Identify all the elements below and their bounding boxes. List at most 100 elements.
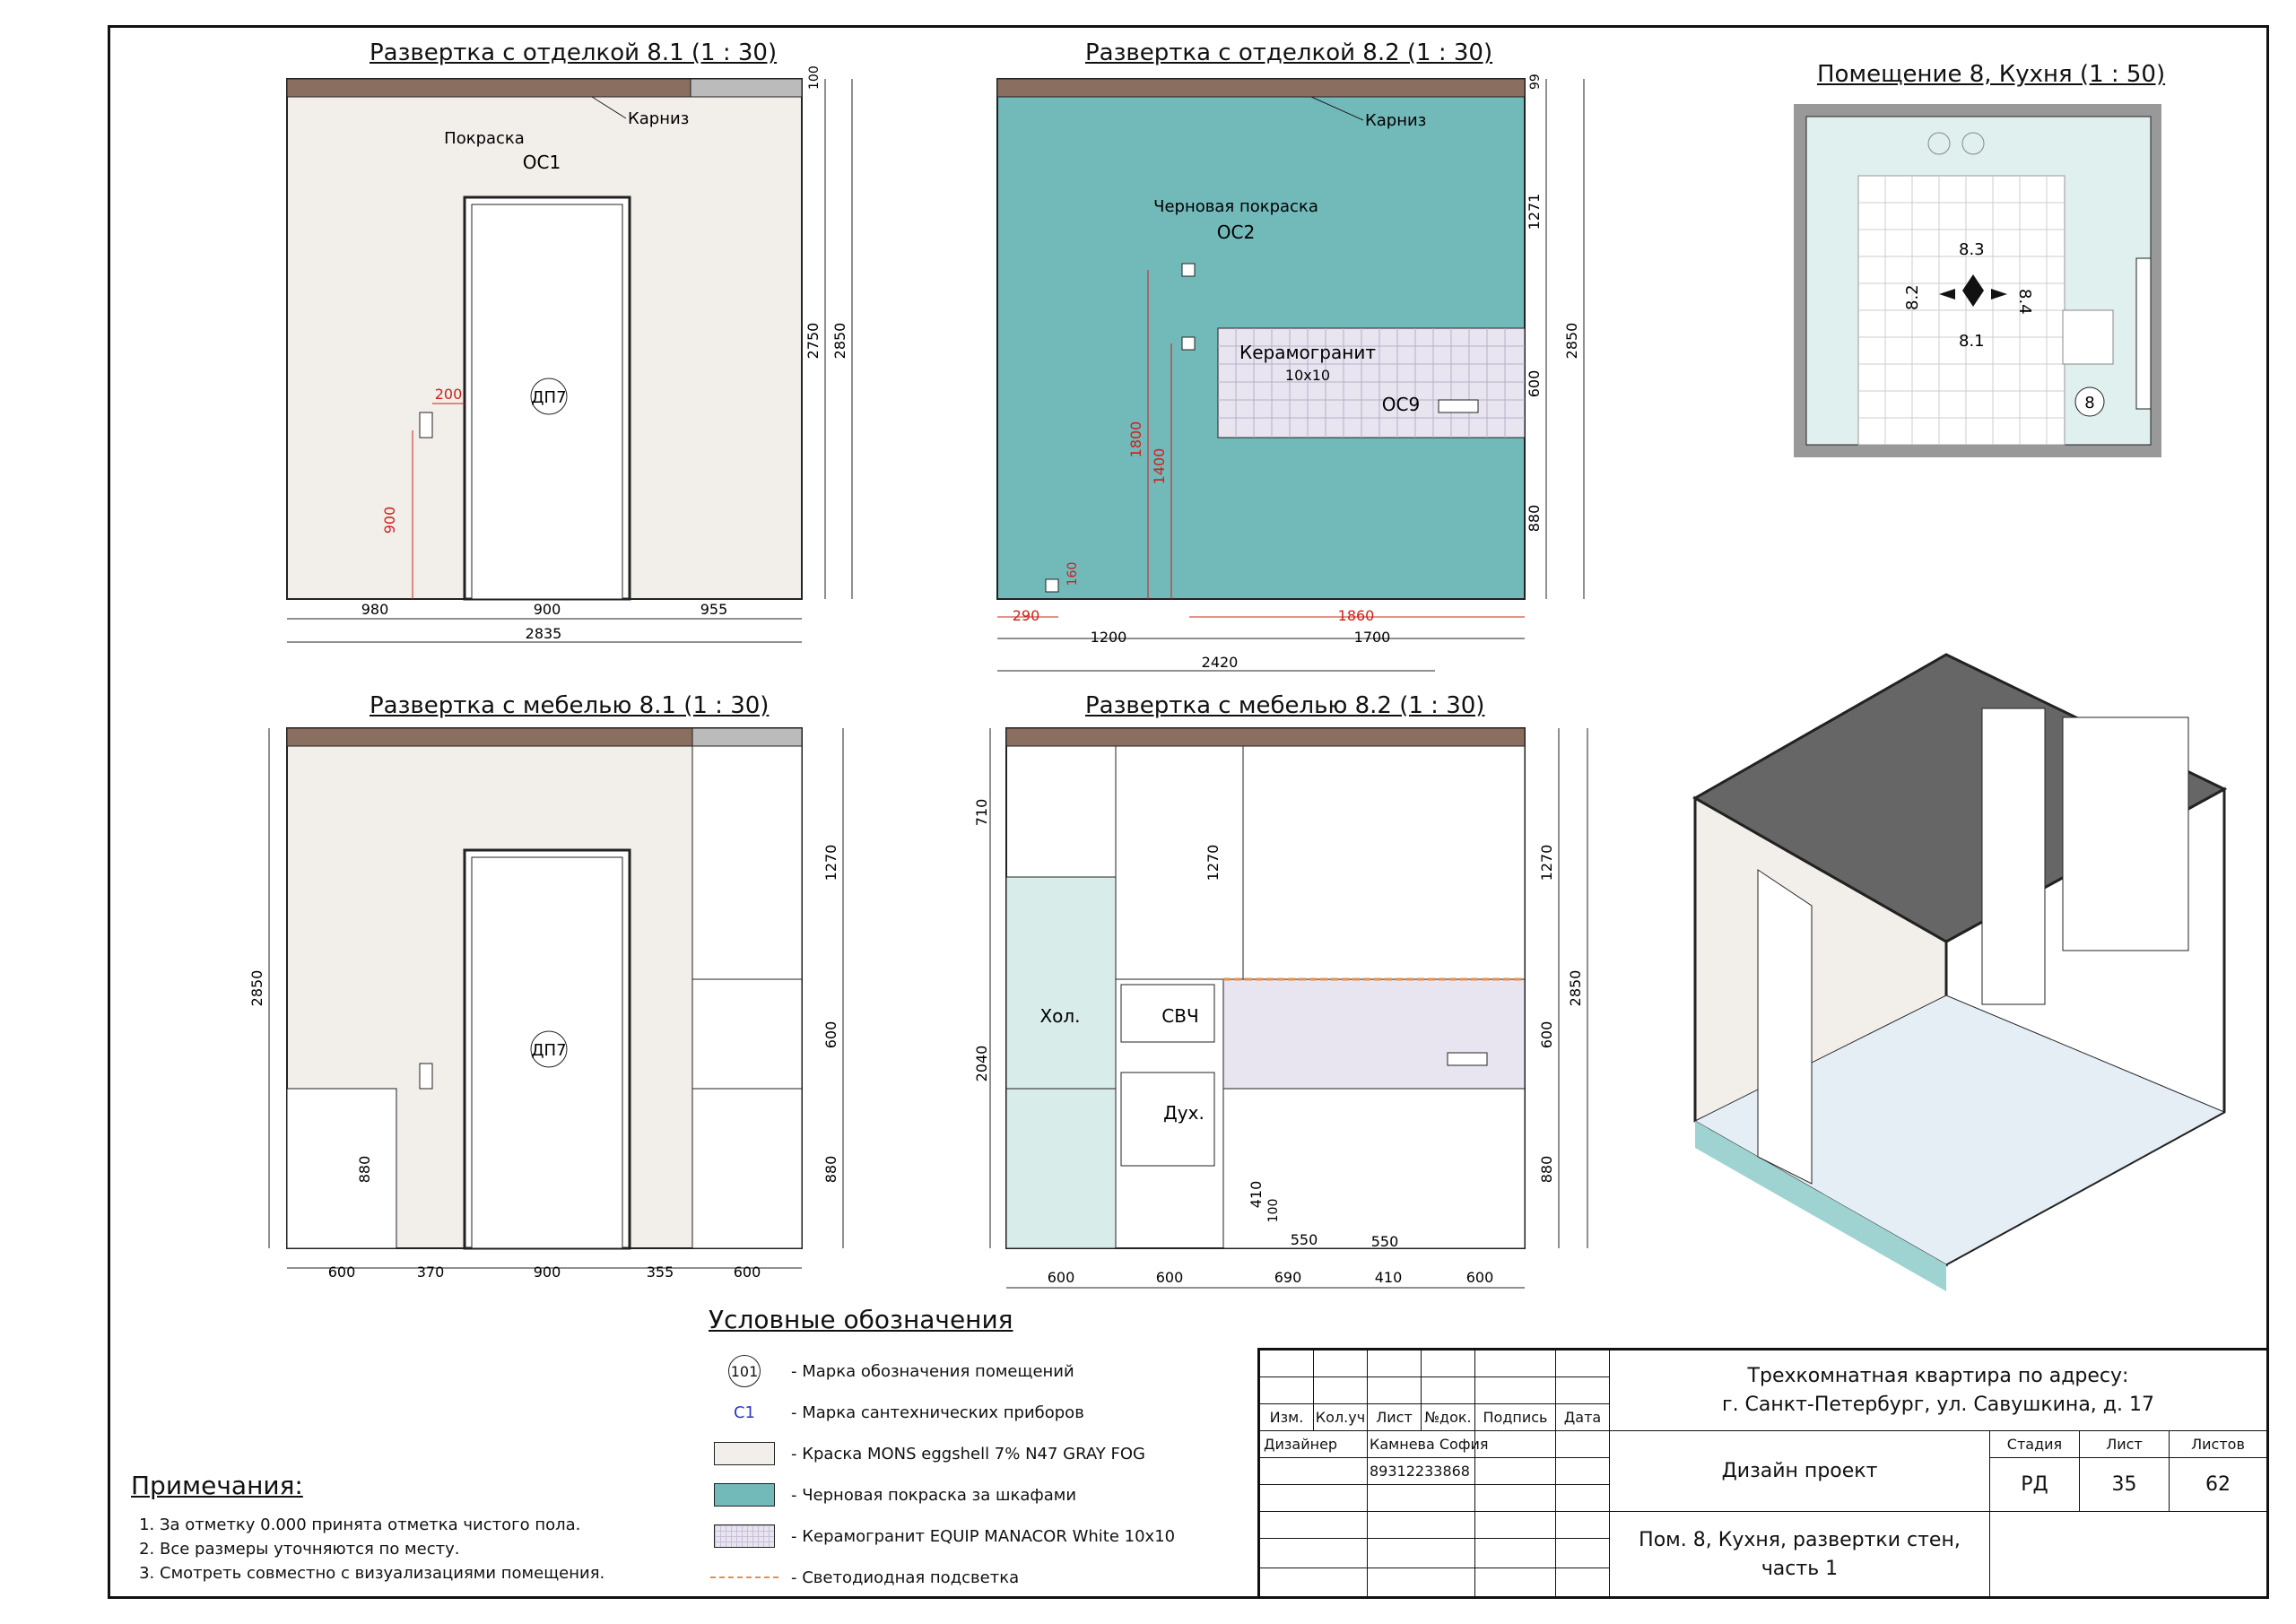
leader-line bbox=[591, 96, 627, 119]
outlet-icon bbox=[1045, 578, 1059, 593]
drawing-frame bbox=[108, 25, 2269, 1599]
socket-icon bbox=[419, 412, 433, 439]
dim-160: 160 bbox=[1065, 562, 1080, 586]
marker-left: 8.2 bbox=[1903, 284, 1922, 310]
cornice-label: Карниз bbox=[628, 109, 689, 128]
tb-h-list: Лист bbox=[1368, 1404, 1422, 1431]
tb-role: Дизайнер bbox=[1260, 1431, 1368, 1458]
dim-410w: 410 bbox=[1375, 1269, 1403, 1286]
ceiling-strip bbox=[691, 727, 803, 747]
isometric-view bbox=[1692, 653, 2228, 1291]
cornice bbox=[996, 78, 1526, 98]
dim-1400: 1400 bbox=[1151, 448, 1168, 485]
socket-block-icon bbox=[1447, 1052, 1488, 1066]
paint-label: Покраска bbox=[444, 129, 525, 148]
notes-title: Примечания: bbox=[131, 1471, 303, 1500]
door-label: ДП7 bbox=[531, 1041, 566, 1060]
dim-w3: 955 bbox=[700, 601, 728, 618]
dim-410: 410 bbox=[1248, 1181, 1265, 1209]
dim-w2: 900 bbox=[534, 601, 561, 618]
iso-floor bbox=[1693, 994, 2226, 1265]
legend-text: - Краска MONS eggshell 7% N47 GRAY FOG bbox=[791, 1444, 1145, 1463]
leader-line bbox=[1310, 96, 1364, 121]
marker-top: 8.3 bbox=[1959, 240, 1985, 259]
iso-floor-edge bbox=[1695, 1121, 1946, 1291]
dim-socket-x: 200 bbox=[435, 386, 463, 403]
iso-door bbox=[1757, 869, 1813, 1185]
tile-grid bbox=[1218, 328, 1525, 438]
notes: Примечания: За отметку 0.000 принята отм… bbox=[131, 1471, 633, 1585]
title-furniture-8-2: Развертка с мебелью 8.2 (1 : 30) bbox=[1085, 692, 1485, 719]
hob-burner-icon bbox=[1961, 132, 1985, 155]
plumb-mark-icon: С1 bbox=[733, 1403, 756, 1422]
legend-text: - Марка обозначения помещений bbox=[791, 1361, 1074, 1381]
middle-cabinet bbox=[691, 978, 803, 1090]
iso-fridge bbox=[1981, 708, 2046, 1005]
note-item: Смотреть совместно с визуализациями поме… bbox=[160, 1561, 633, 1585]
dim-600b: 600 bbox=[734, 1264, 761, 1281]
plan-tile-grid bbox=[1858, 176, 2065, 445]
dim-top: 100 bbox=[807, 65, 822, 90]
dim-370: 370 bbox=[417, 1264, 445, 1281]
fridge-label: Хол. bbox=[1039, 1005, 1080, 1027]
legend-text: - Светодиодная подсветка bbox=[791, 1568, 1020, 1587]
dim-600: 600 bbox=[1538, 1021, 1555, 1049]
dim-1860: 1860 bbox=[1338, 607, 1375, 624]
tb-h-sign: Подпись bbox=[1475, 1404, 1556, 1431]
base-cabinet bbox=[286, 1088, 397, 1249]
tb-sheet-h: Лист bbox=[2080, 1431, 2170, 1458]
dim-690: 690 bbox=[1274, 1269, 1302, 1286]
room-number: 8 bbox=[2084, 394, 2094, 413]
dim-1270-left: 1270 bbox=[1205, 845, 1222, 881]
kitchen-plan: 8.3 8.2 8.4 8.1 8 bbox=[1794, 104, 2161, 457]
view-marker-icon bbox=[1939, 289, 2007, 300]
dim-550b: 550 bbox=[1371, 1233, 1399, 1250]
dim-100: 100 bbox=[1266, 1199, 1281, 1223]
furniture-elevation-8-1: ДП7 2850 880 1270 600 880 600 370 900 35… bbox=[248, 727, 844, 1281]
legend-row: С1 - Марка сантехнических приборов bbox=[709, 1392, 1247, 1433]
dim-1200: 1200 bbox=[1091, 629, 1127, 646]
legend-text: - Керамогранит EQUIP MANACOR White 10x10 bbox=[791, 1526, 1176, 1546]
legend-text: - Марка сантехнических приборов bbox=[791, 1403, 1084, 1422]
tb-address: г. Санкт-Петербург, ул. Савушкина, д. 17 bbox=[1722, 1393, 2154, 1416]
tile-code: ОС9 bbox=[1382, 394, 1420, 415]
tb-stage: РД bbox=[1990, 1458, 2080, 1512]
microwave-label: СВЧ bbox=[1161, 1005, 1198, 1027]
socket-icon bbox=[419, 1063, 433, 1090]
fridge bbox=[1005, 876, 1117, 1249]
dim-2850: 2850 bbox=[1567, 970, 1584, 1007]
title-elevation-8-1: Развертка с отделкой 8.1 (1 : 30) bbox=[370, 39, 778, 66]
tb-project: Трехкомнатная квартира по адресу: bbox=[1747, 1364, 2129, 1387]
legend-title: Условные обозначения bbox=[709, 1305, 1013, 1334]
paint-label: Черновая покраска bbox=[1153, 197, 1318, 216]
oven-label: Дух. bbox=[1163, 1102, 1205, 1124]
ceiling-strip bbox=[690, 78, 803, 98]
dim-2750: 2750 bbox=[804, 323, 822, 360]
dim-355: 355 bbox=[647, 1264, 674, 1281]
paint-swatch bbox=[714, 1442, 775, 1465]
sink-icon bbox=[2062, 309, 2114, 365]
tb-sheets: 62 bbox=[2170, 1458, 2267, 1512]
legend-row: - Керамогранит EQUIP MANACOR White 10x10 bbox=[709, 1515, 1247, 1557]
upper-cabinet-right bbox=[1242, 745, 1526, 980]
dim-2420: 2420 bbox=[1202, 654, 1239, 671]
tile-swatch bbox=[714, 1524, 775, 1548]
dim-99: 99 bbox=[1528, 74, 1543, 90]
dim-600: 600 bbox=[1526, 370, 1543, 398]
paint-code: ОС1 bbox=[523, 152, 561, 173]
tb-sheet: 35 bbox=[2080, 1458, 2170, 1512]
outlet-icon bbox=[1181, 263, 1196, 277]
cornice-label: Карниз bbox=[1365, 111, 1426, 130]
note-item: Все размеры уточняются по месту. bbox=[160, 1537, 633, 1561]
paint-code: ОС2 bbox=[1217, 221, 1255, 243]
iso-cabinets bbox=[2062, 716, 2189, 951]
tb-sheets-h: Листов bbox=[2170, 1431, 2267, 1458]
dim-1270: 1270 bbox=[1538, 845, 1555, 881]
tb-sheet-title-2: часть 1 bbox=[1761, 1557, 1839, 1580]
dim-1271: 1271 bbox=[1526, 194, 1543, 230]
title-elevation-8-2: Развертка с отделкой 8.2 (1 : 30) bbox=[1085, 39, 1493, 66]
cornice bbox=[1005, 727, 1526, 747]
view-marker-icon bbox=[1962, 274, 1984, 307]
furniture-elevation-8-2: Хол. СВЧ Дух. 710 2040 1270 1270 600 880… bbox=[973, 727, 1588, 1289]
tb-h-izm: Изм. bbox=[1260, 1404, 1314, 1431]
